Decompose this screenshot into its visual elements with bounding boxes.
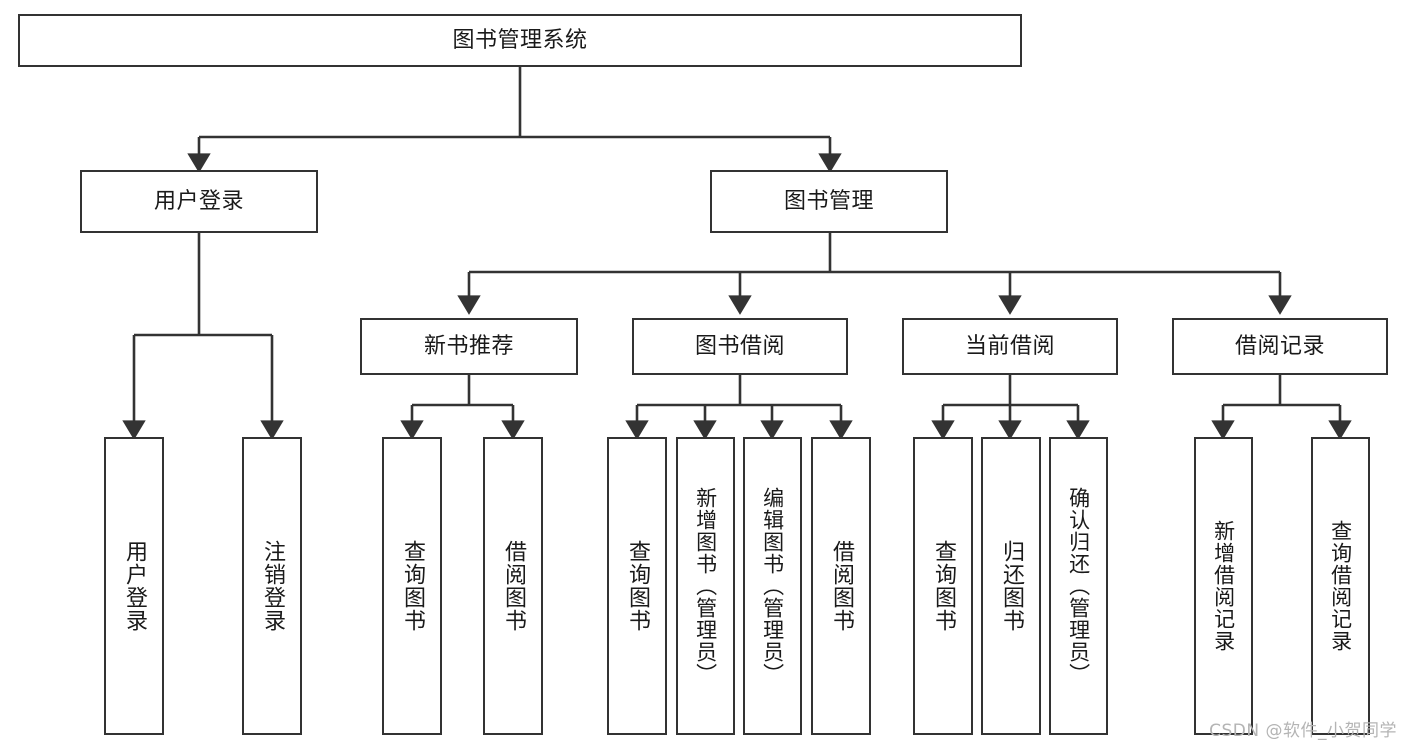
node-leaf-query-borrow-record[interactable]: 查询借阅记录 [1311, 437, 1370, 735]
node-label: 归还图书 [998, 540, 1024, 632]
node-root-book-management-system[interactable]: 图书管理系统 [18, 14, 1022, 67]
node-label: 图书管理 [783, 188, 874, 214]
node-label: 新增借阅记录 [1211, 520, 1236, 652]
node-label: 查询图书 [399, 540, 425, 632]
node-leaf-logout[interactable]: 注销登录 [242, 437, 302, 735]
node-user-login[interactable]: 用户登录 [80, 170, 318, 233]
node-new-book-recommend[interactable]: 新书推荐 [360, 318, 578, 375]
node-leaf-borrow-book[interactable]: 借阅图书 [811, 437, 871, 735]
node-label: 借阅图书 [828, 540, 854, 632]
node-leaf-edit-book-admin[interactable]: 编辑图书（管理员） [743, 437, 802, 735]
watermark-text: CSDN @软件_小贺同学 [1209, 721, 1397, 741]
node-leaf-add-borrow-record[interactable]: 新增借阅记录 [1194, 437, 1253, 735]
node-leaf-return-book[interactable]: 归还图书 [981, 437, 1041, 735]
node-borrow-record[interactable]: 借阅记录 [1172, 318, 1388, 375]
node-leaf-add-book-admin[interactable]: 新增图书（管理员） [676, 437, 735, 735]
node-book-borrow[interactable]: 图书借阅 [632, 318, 848, 375]
node-label: 查询借阅记录 [1328, 520, 1353, 652]
node-label: 借阅图书 [500, 540, 526, 632]
node-leaf-query-book-recommend[interactable]: 查询图书 [382, 437, 442, 735]
node-book-management[interactable]: 图书管理 [710, 170, 948, 233]
node-label: 查询图书 [624, 540, 650, 632]
node-label: 查询图书 [930, 540, 956, 632]
node-label: 用户登录 [153, 188, 244, 214]
node-leaf-confirm-return-admin[interactable]: 确认归还（管理员） [1049, 437, 1108, 735]
node-label: 注销登录 [259, 540, 285, 632]
node-label: 用户登录 [121, 540, 147, 632]
node-leaf-borrow-book-recommend[interactable]: 借阅图书 [483, 437, 543, 735]
node-label: 图书借阅 [694, 333, 785, 359]
node-label: 借阅记录 [1234, 333, 1325, 359]
node-label: 确认归还（管理员） [1066, 487, 1091, 685]
node-label: 当前借阅 [964, 333, 1055, 359]
node-leaf-user-login[interactable]: 用户登录 [104, 437, 164, 735]
node-label: 编辑图书（管理员） [760, 487, 785, 685]
node-label: 新增图书（管理员） [693, 487, 718, 685]
node-label: 图书管理系统 [452, 27, 588, 53]
node-label: 新书推荐 [423, 333, 514, 359]
node-leaf-query-book-borrow[interactable]: 查询图书 [607, 437, 667, 735]
node-leaf-query-book-current[interactable]: 查询图书 [913, 437, 973, 735]
node-current-borrow[interactable]: 当前借阅 [902, 318, 1118, 375]
